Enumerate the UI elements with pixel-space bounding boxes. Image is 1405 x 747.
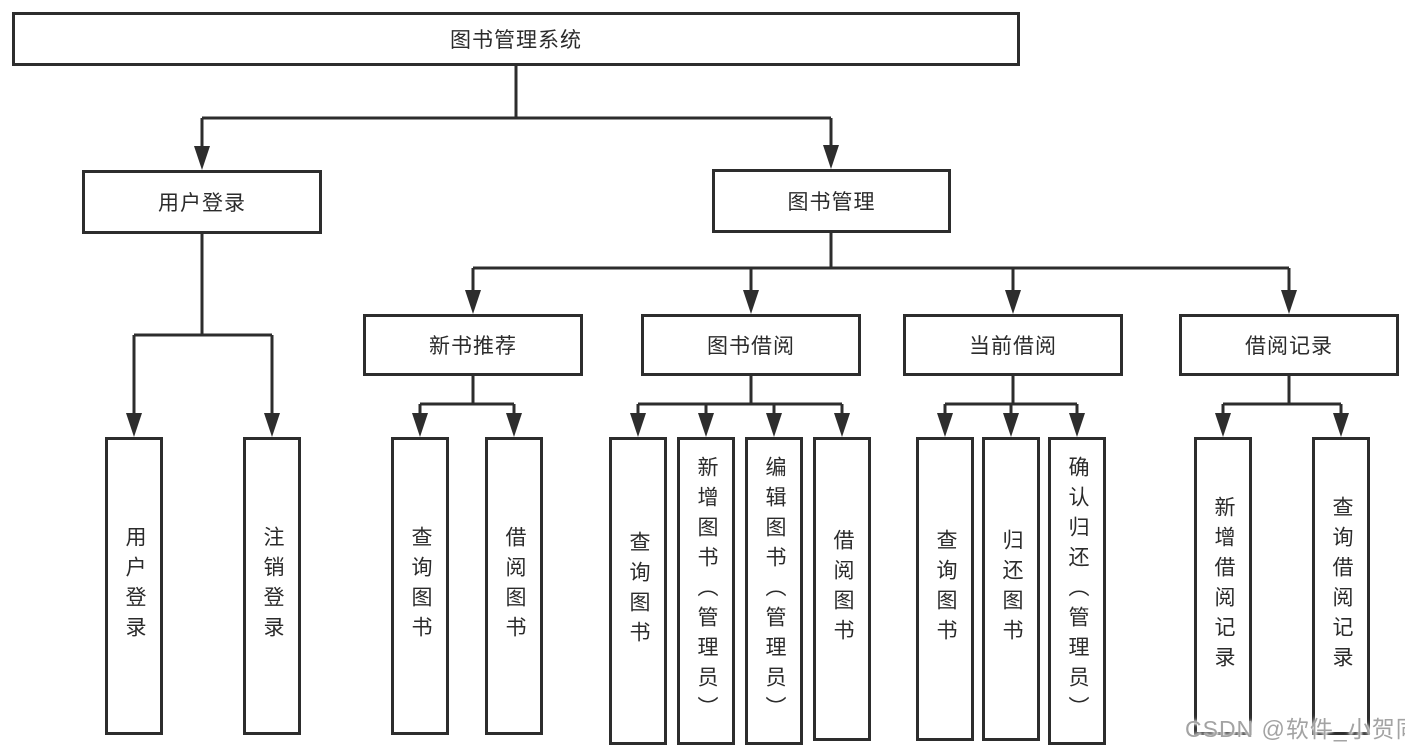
node-current-borrowing: 当前借阅 bbox=[903, 314, 1123, 376]
leaf-add-book-admin-label: 新增图书（管理员） bbox=[695, 456, 718, 726]
leaf-edit-book-admin: 编辑图书（管理员） bbox=[745, 437, 803, 745]
leaf-query-books-current-label: 查询图书 bbox=[934, 529, 957, 649]
node-book-management: 图书管理 bbox=[712, 169, 951, 233]
leaf-return-book: 归还图书 bbox=[982, 437, 1040, 741]
connector-records-to-leaves bbox=[1215, 376, 1349, 437]
leaf-edit-book-admin-label: 编辑图书（管理员） bbox=[763, 456, 786, 726]
connector-borrowing-to-leaves bbox=[630, 376, 850, 437]
leaf-logout-label: 注销登录 bbox=[261, 526, 284, 646]
leaf-query-books-current: 查询图书 bbox=[916, 437, 974, 741]
leaf-query-books-borrowing-label: 查询图书 bbox=[627, 531, 650, 651]
node-user-login-module: 用户登录 bbox=[82, 170, 322, 234]
connector-userlogin-to-leaves bbox=[126, 234, 280, 437]
leaf-query-books-borrowing: 查询图书 bbox=[609, 437, 667, 745]
leaf-borrow-books-recommend-label: 借阅图书 bbox=[503, 526, 526, 646]
leaf-add-borrow-record: 新增借阅记录 bbox=[1194, 437, 1252, 735]
connector-root-to-level2 bbox=[194, 66, 839, 170]
leaf-return-book-label: 归还图书 bbox=[1000, 529, 1023, 649]
leaf-query-books-recommend-label: 查询图书 bbox=[409, 526, 432, 646]
node-current-borrowing-label: 当前借阅 bbox=[969, 335, 1057, 358]
connector-current-to-leaves bbox=[937, 376, 1085, 437]
leaf-confirm-return-admin-label: 确认归还（管理员） bbox=[1066, 456, 1089, 726]
leaf-borrow-books-borrowing: 借阅图书 bbox=[813, 437, 871, 741]
leaf-borrow-books-recommend: 借阅图书 bbox=[485, 437, 543, 735]
node-book-borrowing-label: 图书借阅 bbox=[707, 335, 795, 358]
node-book-management-label: 图书管理 bbox=[787, 191, 876, 214]
leaf-user-login: 用户登录 bbox=[105, 437, 163, 735]
node-borrow-records-label: 借阅记录 bbox=[1245, 335, 1333, 358]
csdn-watermark: CSDN @软件_小贺同学 bbox=[1185, 716, 1405, 742]
node-root: 图书管理系统 bbox=[12, 12, 1020, 66]
node-borrow-records: 借阅记录 bbox=[1179, 314, 1399, 376]
node-user-login-module-label: 用户登录 bbox=[158, 192, 246, 215]
leaf-query-borrow-record-label: 查询借阅记录 bbox=[1330, 496, 1353, 676]
leaf-add-book-admin: 新增图书（管理员） bbox=[677, 437, 735, 745]
leaf-logout: 注销登录 bbox=[243, 437, 301, 735]
leaf-user-login-label: 用户登录 bbox=[123, 526, 146, 646]
connector-newbooks-to-leaves bbox=[412, 376, 522, 437]
leaf-query-books-recommend: 查询图书 bbox=[391, 437, 449, 735]
node-root-label: 图书管理系统 bbox=[450, 29, 582, 52]
leaf-query-borrow-record: 查询借阅记录 bbox=[1312, 437, 1370, 735]
node-new-book-recommend: 新书推荐 bbox=[363, 314, 583, 376]
leaf-confirm-return-admin: 确认归还（管理员） bbox=[1048, 437, 1106, 745]
node-book-borrowing: 图书借阅 bbox=[641, 314, 861, 376]
connector-bookmgmt-to-level3 bbox=[465, 233, 1297, 314]
node-new-book-recommend-label: 新书推荐 bbox=[429, 335, 517, 358]
leaf-borrow-books-borrowing-label: 借阅图书 bbox=[831, 529, 854, 649]
leaf-add-borrow-record-label: 新增借阅记录 bbox=[1212, 496, 1235, 676]
